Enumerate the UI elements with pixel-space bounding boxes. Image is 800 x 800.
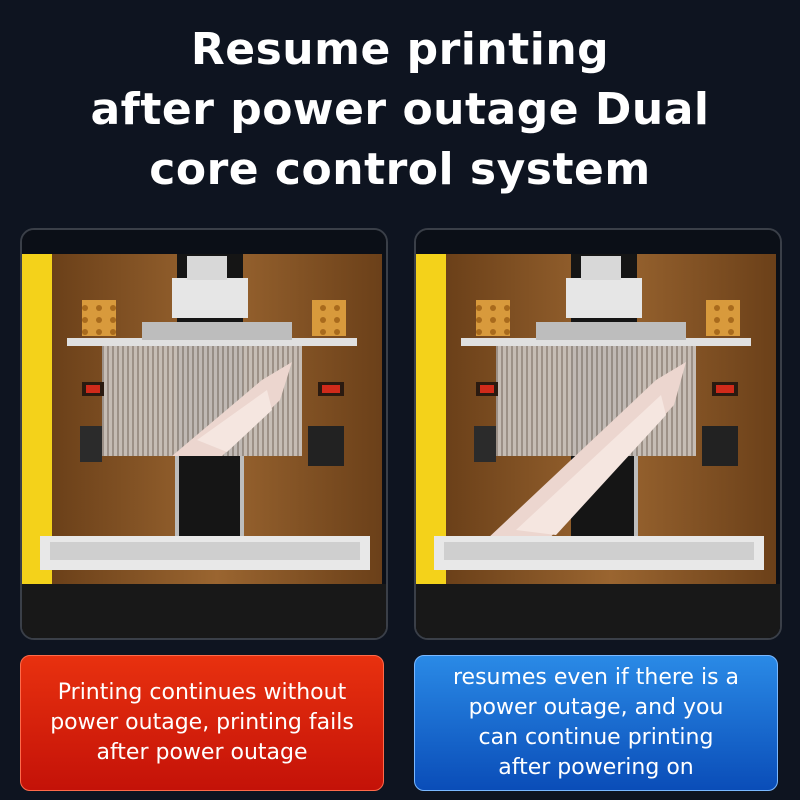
printer-chamber-icon [416, 230, 780, 638]
caption-failed-line-3: after power outage [96, 740, 308, 765]
headline-line-3: core control system [149, 144, 651, 195]
headline: Resume printing after power outage Dual … [0, 20, 800, 200]
caption-resumed-line-1: resumes even if there is a [452, 665, 740, 690]
headline-line-1: Resume printing [190, 24, 610, 75]
caption-resumed-line-4: after powering on [498, 755, 694, 780]
caption-resumed-line-3: can continue printing [478, 725, 714, 750]
caption-failed-line-2: power outage, printing fails [50, 710, 354, 735]
caption-resumed: resumes even if there is a power outage,… [414, 655, 778, 791]
printer-panel-right [414, 228, 782, 640]
caption-resumed-line-2: power outage, and you [468, 695, 724, 720]
headline-line-2: after power outage Dual [90, 84, 710, 135]
printer-panel-left [20, 228, 388, 640]
caption-failed: Printing continues without power outage,… [20, 655, 384, 791]
caption-failed-line-1: Printing continues without [57, 680, 347, 705]
printer-chamber-icon [22, 230, 386, 638]
